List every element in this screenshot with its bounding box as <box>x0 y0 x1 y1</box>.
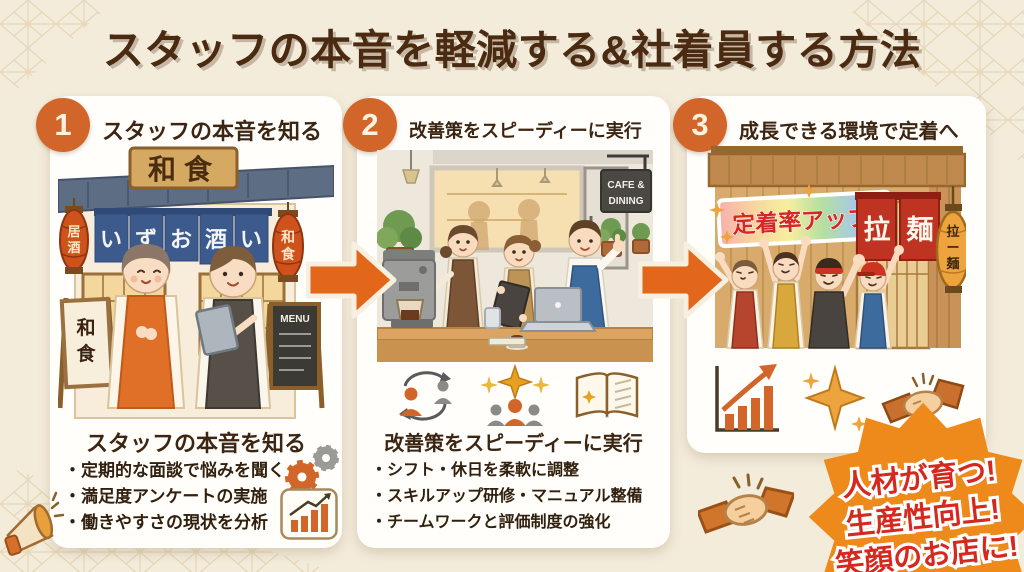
panel-1-bullet-list: ・定期的な面談で悩みを聞く ・満足度アンケートの実施 ・働きやすさの現状を分析 <box>64 458 285 536</box>
megaphone-icon <box>4 491 64 556</box>
bullet-item: ・シフト・休日を柔軟に調整 <box>371 462 580 479</box>
svg-text:酒: 酒 <box>67 240 80 255</box>
sparkle-icon <box>802 364 867 432</box>
svg-text:食: 食 <box>76 342 96 365</box>
panel-3-header: 成長できる環境で定着へ <box>739 121 959 143</box>
svg-text:酒: 酒 <box>205 227 227 252</box>
panel-2-section-title: 改善策をスピーディーに実行 <box>384 433 643 455</box>
panel-2-bullet-list: ・シフト・休日を柔軟に調整 ・スキルアップ研修・マニュアル整備 ・チームワークと… <box>371 458 643 536</box>
retention-banner: 定着率アップ! <box>716 189 894 249</box>
page-title: スタッフの本音を軽減する&社着員する方法 <box>102 27 922 73</box>
svg-text:CAFE &: CAFE & <box>607 180 644 191</box>
retention-icons <box>715 364 965 432</box>
arrow-right-icon <box>306 241 397 319</box>
step-number-badge: 3 <box>673 98 727 152</box>
ramen-noren: 拉 麺 <box>855 192 941 261</box>
step-number-badge: 2 <box>343 98 397 152</box>
svg-text:和: 和 <box>76 316 95 339</box>
result-badge: 人材が育つ! 生産性向上! 笑顔のお店に! <box>808 402 1024 572</box>
svg-text:DINING: DINING <box>609 196 644 207</box>
panel-speedy-improvement: 2 改善策をスピーディーに実行 CAFE & <box>343 96 670 548</box>
bullet-item: ・定期的な面談で悩みを聞く <box>64 461 285 480</box>
star-rating-team-icon <box>480 364 550 426</box>
svg-text:拉: 拉 <box>864 214 891 245</box>
svg-text:麺: 麺 <box>945 256 959 271</box>
svg-text:MENU: MENU <box>280 314 309 325</box>
red-lantern-right: 和 食 <box>272 202 304 282</box>
cheering-staff <box>715 236 904 349</box>
svg-text:お: お <box>170 227 192 252</box>
laptop <box>519 287 597 332</box>
bullet-item: ・チームワークと評価制度の強化 <box>371 514 611 531</box>
arrow-right-icon <box>638 241 729 319</box>
panel-2-header: 改善策をスピーディーに実行 <box>409 121 642 141</box>
improvement-icons <box>399 364 639 426</box>
cafe-illustration: CAFE & DINING <box>377 150 653 362</box>
pendant-lamp <box>401 150 421 184</box>
barista-woman <box>427 225 484 329</box>
cafe-dining-sign: CAFE & DINING <box>600 154 652 213</box>
bullet-item: ・満足度アンケートの実施 <box>64 487 268 506</box>
step-number-badge: 1 <box>36 98 90 152</box>
svg-text:ー: ー <box>946 240 959 255</box>
handshake-icon <box>698 473 794 534</box>
red-lantern-left: 居 酒 <box>59 198 89 274</box>
aframe-sign: 和 食 <box>58 296 119 409</box>
ramen-shop-illustration: 定着率アップ! 拉 麺 拉 ー 麺 <box>707 146 966 350</box>
panel-1-header: スタッフの本音を知る <box>102 119 323 144</box>
svg-text:い: い <box>240 227 262 252</box>
svg-text:麺: 麺 <box>906 215 934 245</box>
svg-text:居: 居 <box>67 224 80 239</box>
staff-woman <box>106 244 186 409</box>
coffee-machine <box>382 250 436 328</box>
manual-book-icon <box>575 372 639 419</box>
staff-rotation-icon <box>399 371 452 421</box>
bullet-item: ・スキルアップ研修・マニュアル整備 <box>371 488 643 505</box>
wooden-shop-sign: 和食 <box>128 146 239 190</box>
bullet-item: ・働きやすさの現状を分析 <box>64 513 268 532</box>
staff-man-tablet <box>194 246 272 409</box>
milk-pitcher <box>484 307 501 329</box>
sparkle-icon <box>709 184 816 244</box>
svg-text:食: 食 <box>281 246 296 262</box>
svg-text:拉: 拉 <box>946 224 959 239</box>
analysis-chart-icon <box>280 488 338 540</box>
svg-text:和食: 和食 <box>148 153 220 185</box>
svg-text:い: い <box>100 227 122 252</box>
notebook <box>488 337 526 346</box>
restaurant-storefront-illustration: 和食 い ず お 酒 い <box>58 146 334 419</box>
panel-1-section-title: スタッフの本音を知る <box>85 431 306 456</box>
growth-chart-icon <box>715 364 779 432</box>
ramen-lantern: 拉 ー 麺 <box>935 186 966 293</box>
svg-text:和: 和 <box>281 229 295 245</box>
